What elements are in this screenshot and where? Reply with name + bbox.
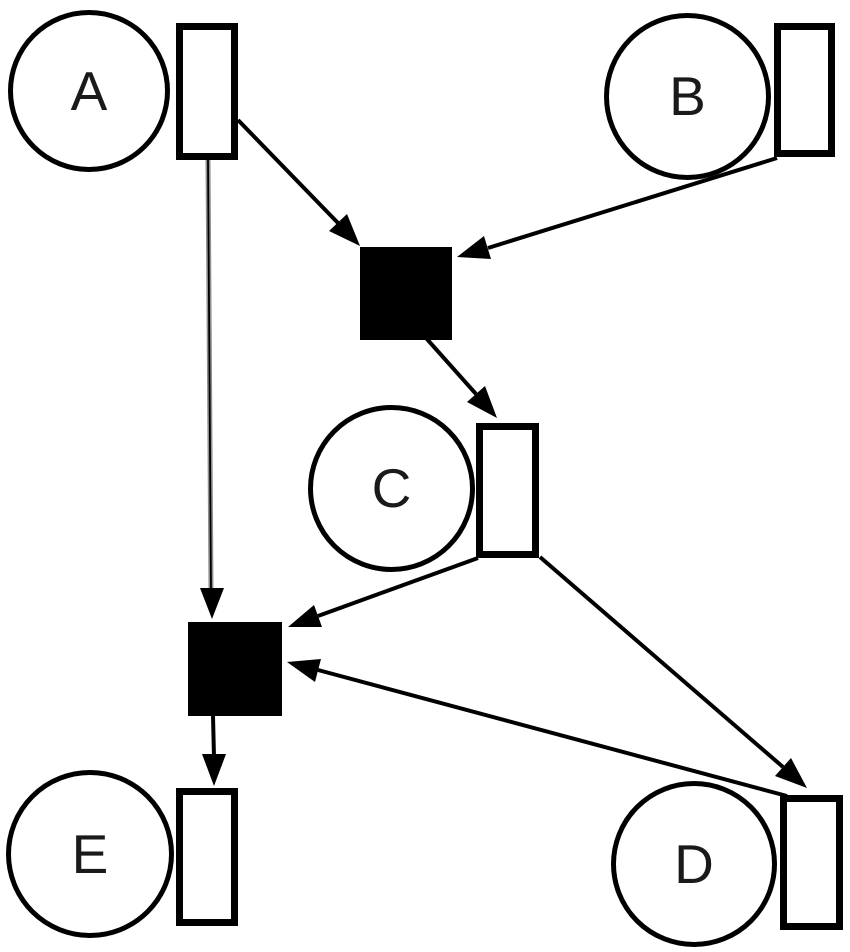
arrow-transition-2-to-port-e bbox=[202, 715, 226, 786]
place-label-e: E bbox=[71, 822, 109, 885]
place-label-c: C bbox=[371, 457, 412, 519]
arrow-port-d-to-transition-2 bbox=[287, 659, 788, 798]
place-circle-d: D bbox=[611, 781, 777, 947]
place-circle-e: E bbox=[6, 770, 174, 938]
transition-square-2 bbox=[188, 622, 282, 716]
transition-square-1 bbox=[360, 247, 452, 340]
arrow-port-a-to-transition-2 bbox=[200, 159, 224, 619]
place-label-a: A bbox=[70, 59, 108, 122]
place-label-d: D bbox=[674, 832, 714, 895]
place-circle-c: C bbox=[308, 405, 475, 572]
port-rect-d bbox=[780, 795, 843, 930]
place-circle-b: B bbox=[604, 13, 771, 180]
arrow-port-c-to-port-d bbox=[538, 555, 807, 788]
port-rect-e bbox=[176, 788, 238, 926]
place-label-b: B bbox=[669, 65, 706, 127]
arrow-transition-1-to-port-c bbox=[424, 336, 497, 418]
arrow-port-a-to-transition-1 bbox=[236, 118, 360, 246]
port-rect-b bbox=[774, 23, 835, 157]
port-rect-a bbox=[176, 23, 238, 160]
place-circle-a: A bbox=[8, 10, 170, 172]
port-rect-c bbox=[476, 423, 539, 558]
arrow-port-b-to-transition-1 bbox=[457, 156, 778, 259]
